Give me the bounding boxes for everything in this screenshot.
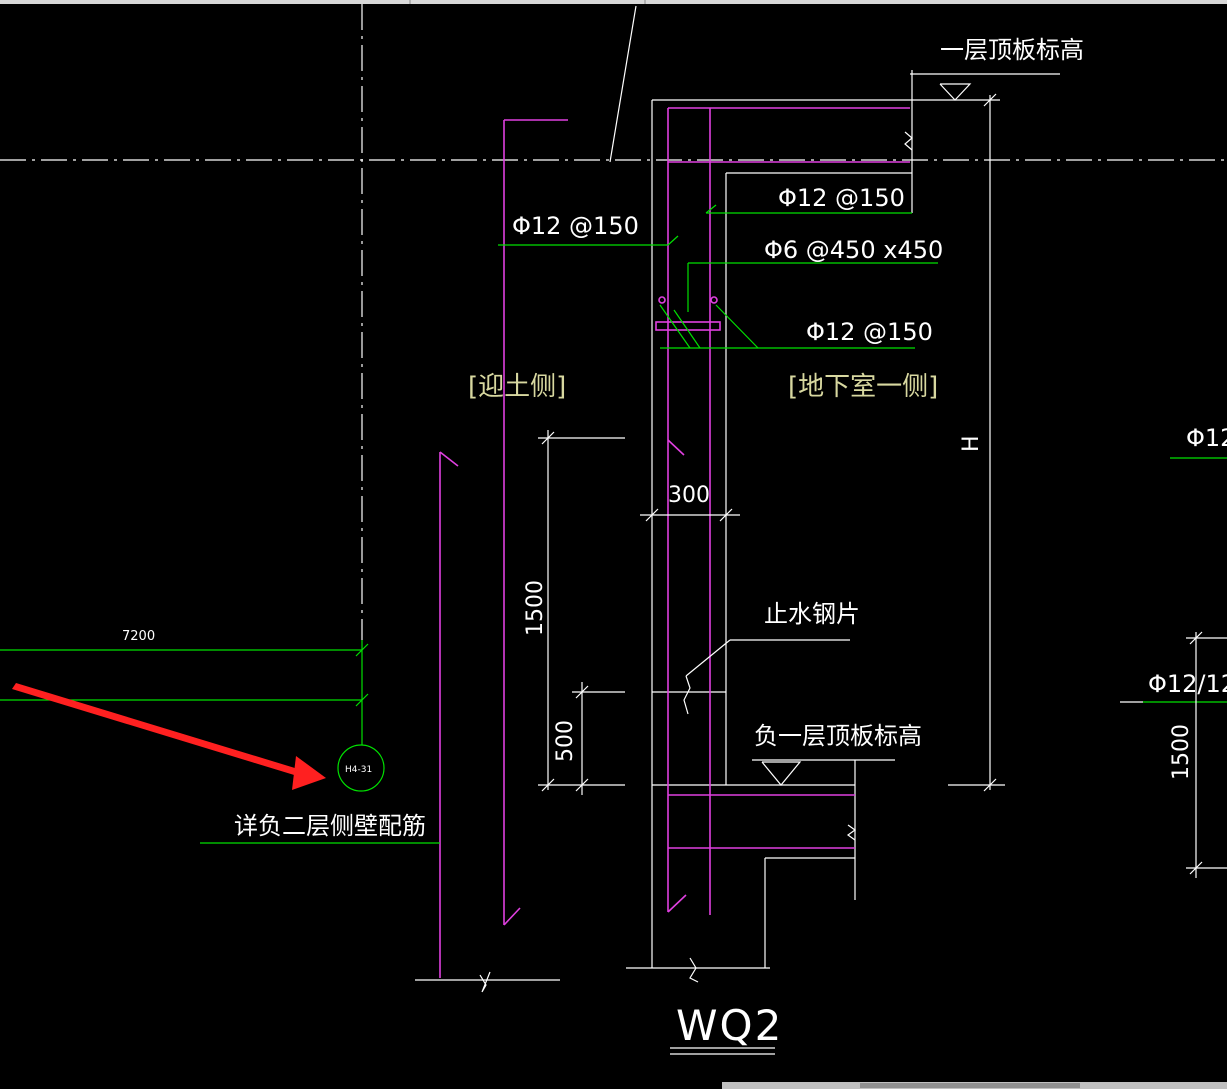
basement-side-label: [地下室一侧]	[788, 372, 938, 402]
break-line-top	[609, 5, 637, 163]
right-rebar-top-label: Φ12	[1186, 424, 1227, 452]
wall-id-label: WQ2	[676, 1001, 783, 1050]
scrollbar-thumb[interactable]	[860, 1083, 1080, 1088]
waterstop-label: 止水钢片	[764, 600, 860, 628]
outer-rebar-label: Φ12 @150	[512, 212, 639, 240]
red-arrow-annotation	[12, 683, 326, 790]
wall-thickness-dimension: 300	[668, 483, 710, 508]
bottom-scrollbar[interactable]	[722, 1082, 1227, 1089]
right-1500-dimension: 1500	[1169, 724, 1194, 780]
soil-side-label: [迎土侧]	[468, 372, 566, 402]
500-dimension: 500	[553, 720, 578, 762]
window-top-strip	[0, 0, 1227, 4]
top-slab-elevation-label: 一层顶板标高	[940, 36, 1084, 64]
leader-lines	[0, 204, 1227, 844]
dimension-lines	[538, 73, 1227, 1055]
text-labels: 一层顶板标高 Φ12 @150 Φ12 @150 Φ6 @450 x450 Φ1…	[122, 36, 1227, 1050]
axis-lines	[0, 4, 1227, 640]
span-7200-dimension: 7200	[122, 629, 155, 644]
left-1500-dimension: 1500	[523, 580, 548, 636]
tie-bar-label: Φ6 @450 x450	[764, 236, 943, 264]
height-symbol-label: H	[959, 435, 984, 452]
inner-rebar-label: Φ12 @150	[806, 318, 933, 346]
detail-reference-circle[interactable]	[337, 744, 385, 792]
detail-note-label: 详负二层侧壁配筋	[234, 812, 426, 840]
lower-slab-elevation-label: 负一层顶板标高	[754, 722, 922, 750]
detail-reference-text: H4-31	[345, 765, 372, 775]
inner-top-rebar-label: Φ12 @150	[778, 184, 905, 212]
rebars	[439, 107, 910, 978]
right-rebar-mid-label: Φ12/12	[1148, 670, 1227, 698]
